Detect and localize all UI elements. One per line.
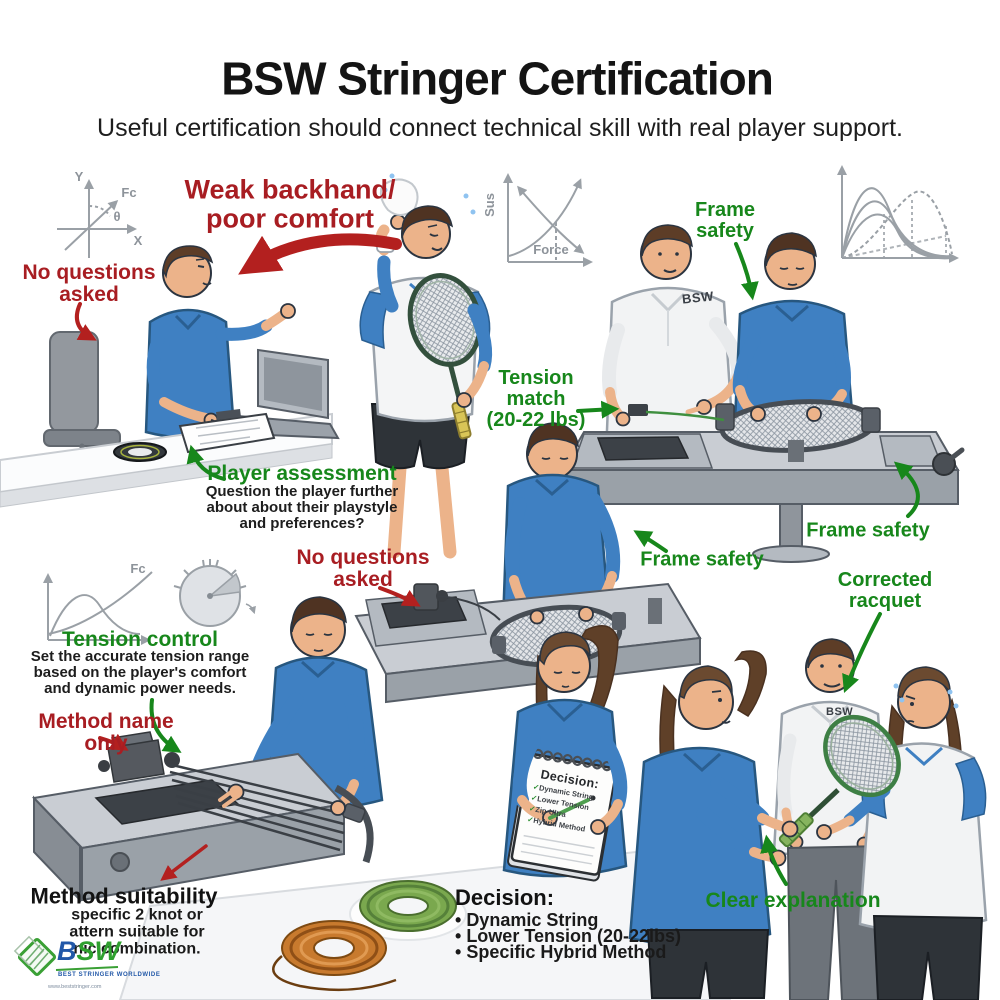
tension-gauge-icon	[173, 559, 256, 627]
bsw-logo-url: www.beststringer.com	[48, 984, 102, 990]
bsw-logo-tagline: BEST STRINGER WORLDWIDE	[58, 972, 161, 978]
page-title: BSW Stringer Certification	[221, 52, 774, 105]
tradeoff-chart-y-label: Sus	[482, 193, 498, 217]
heading-tension-control: Tension control	[62, 627, 218, 651]
racquet-corrected	[778, 714, 901, 848]
body-player-assessment: Question the player further about about …	[205, 483, 399, 532]
tension-range-chart	[43, 571, 153, 645]
arrow-player-assessment	[186, 444, 226, 481]
vector-force-chart	[57, 179, 137, 258]
arrow-no-questions-top	[75, 302, 97, 341]
vector-chart-x-label: X	[133, 233, 143, 249]
vector-chart-y-label: Y	[74, 169, 84, 185]
vector-chart-fc-label: Fc	[121, 185, 137, 201]
scene-consultation	[0, 245, 340, 508]
label-corrected-racquet: Corrected racquet	[837, 568, 933, 612]
string-coils	[272, 880, 467, 992]
scene-mid-machine	[354, 422, 702, 704]
arrow-tension-control	[149, 698, 182, 753]
scene-handover	[628, 638, 988, 1000]
tradeoff-chart-x-label: Force	[533, 242, 569, 258]
person-consultant	[144, 245, 296, 439]
clipboard	[178, 409, 276, 454]
stringing-machine-top	[560, 399, 965, 563]
scene-coach-machine	[560, 224, 965, 563]
heading-player-assessment: Player assessment	[207, 461, 397, 485]
vector-chart-angle-label: θ	[113, 209, 121, 225]
string-coil-desk	[113, 442, 167, 462]
arrow-weak-backhand	[238, 233, 402, 275]
label-method-name-only: Method name only	[38, 709, 174, 755]
scene-sweating-player	[359, 173, 493, 559]
label-tension-match: Tension match (20-22 lbs)	[486, 367, 586, 432]
page-subtitle: Useful certification should connect tech…	[97, 113, 903, 142]
coil-orange	[281, 920, 387, 976]
arrow-no-questions-mid	[378, 586, 421, 607]
heading-decision: Decision:	[455, 885, 555, 910]
label-frame-safety-mid: Frame safety	[640, 548, 764, 571]
label-no-questions-top: No questions asked	[22, 260, 156, 306]
arrow-method-name-only	[98, 733, 129, 751]
power-curves-chart	[837, 165, 959, 263]
heading-method-suitability: Method suitability	[30, 883, 218, 909]
tradeoff-chart	[503, 173, 593, 267]
arrow-frame-safety-top	[734, 242, 759, 301]
label-frame-safety-right: Frame safety	[806, 519, 930, 542]
label-no-questions-mid: No questions asked	[296, 545, 430, 591]
tension-chart-fc-label: Fc	[130, 561, 146, 577]
arrow-corrected-racquet	[842, 612, 882, 694]
bsw-logo-icon	[13, 935, 119, 977]
shirt-bsw-label-bottom: BSW	[826, 706, 854, 718]
arrow-method-suitability	[160, 844, 208, 881]
decision-item: Lower Tension (20-22lbs)	[455, 926, 681, 946]
body-method-suitability: specific 2 knot or attern suitable for n…	[69, 906, 205, 958]
arrow-frame-safety-mid	[633, 530, 668, 553]
person-stringer-bottom-right	[628, 650, 789, 999]
decision-item: Dynamic String	[455, 910, 598, 930]
decision-item: Specific Hybrid Method	[455, 942, 666, 962]
label-weak-backhand: Weak backhand/ poor comfort	[184, 174, 396, 233]
racquet-player	[407, 273, 483, 440]
sweat-drops	[382, 173, 476, 215]
label-clear-explanation: Clear explanation	[705, 888, 881, 912]
body-tension-control: Set the accurate tension range based on …	[30, 648, 250, 697]
label-frame-safety-top: Frame safety	[694, 198, 756, 242]
coil-green	[359, 880, 457, 932]
annotation-arrows	[75, 233, 920, 886]
arrow-tension-match	[576, 400, 620, 419]
arrow-clear-explanation	[760, 834, 788, 886]
arrow-frame-safety-right	[893, 461, 920, 518]
bsw-logo-name: BSW	[57, 936, 120, 966]
